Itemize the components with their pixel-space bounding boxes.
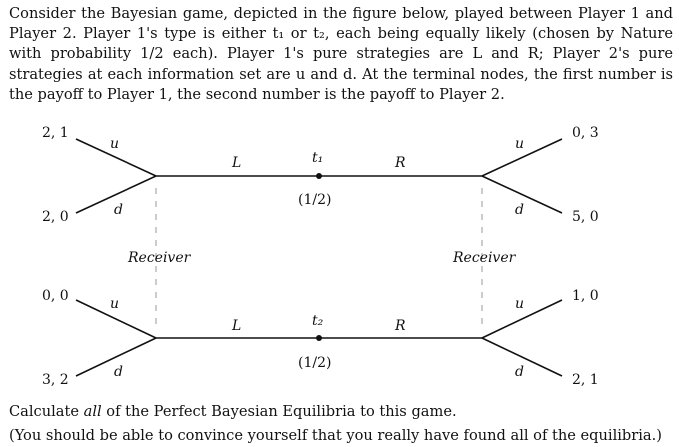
bottom-right-d-edge <box>481 337 563 377</box>
bottom-left-u-edge <box>75 299 157 339</box>
top-right-u-label: u <box>515 136 524 152</box>
top-left-d-label: d <box>114 202 123 218</box>
question-pre: Calculate <box>9 403 84 420</box>
question-emphasis: all <box>83 403 102 420</box>
bottom-left-d-edge <box>75 337 157 377</box>
top-type-label: t₁ <box>312 150 323 166</box>
payoff-top-left-u: 2, 1 <box>42 125 69 141</box>
bottom-right-u-edge <box>481 299 563 339</box>
bottom-left-u-label: u <box>110 296 119 312</box>
problem-intro: Consider the Bayesian game, depicted in … <box>9 5 673 103</box>
payoff-bottom-right-d: 2, 1 <box>572 372 599 388</box>
question-line: Calculate all of the Perfect Bayesian Eq… <box>9 402 673 422</box>
payoff-bottom-left-d: 3, 2 <box>42 372 69 388</box>
bottom-type-node <box>316 335 322 341</box>
payoff-top-right-u: 0, 3 <box>572 125 599 141</box>
top-right-d-label: d <box>515 202 524 218</box>
right-receiver-label: Receiver <box>452 250 517 266</box>
top-left-u-edge <box>75 138 157 177</box>
top-type-node <box>316 173 322 179</box>
bottom-left-d-label: d <box>114 364 123 380</box>
top-prob-label: (1/2) <box>298 192 331 208</box>
left-receiver-label: Receiver <box>127 250 192 266</box>
top-right-u-edge <box>481 138 563 177</box>
bottom-type-label: t₂ <box>312 313 324 329</box>
top-left-action-label: L <box>231 155 241 171</box>
payoff-bottom-left-u: 0, 0 <box>42 288 69 304</box>
question-post: of the Perfect Bayesian Equilibria to th… <box>101 403 457 420</box>
top-left-u-label: u <box>110 136 119 152</box>
hint-line: (You should be able to convince yourself… <box>9 427 662 444</box>
top-left-d-edge <box>75 175 157 214</box>
bottom-left-action-label: L <box>231 318 241 334</box>
top-right-action-label: R <box>394 155 406 171</box>
payoff-bottom-right-u: 1, 0 <box>572 288 599 304</box>
bottom-right-u-label: u <box>515 296 524 312</box>
bottom-prob-label: (1/2) <box>298 355 331 371</box>
top-right-d-edge <box>481 175 563 214</box>
payoff-top-right-d: 5, 0 <box>572 209 599 225</box>
payoff-top-left-d: 2, 0 <box>42 209 69 225</box>
bottom-right-d-label: d <box>515 364 524 380</box>
bottom-right-action-label: R <box>394 318 406 334</box>
problem-statement: Consider the Bayesian game, depicted in … <box>9 4 673 105</box>
